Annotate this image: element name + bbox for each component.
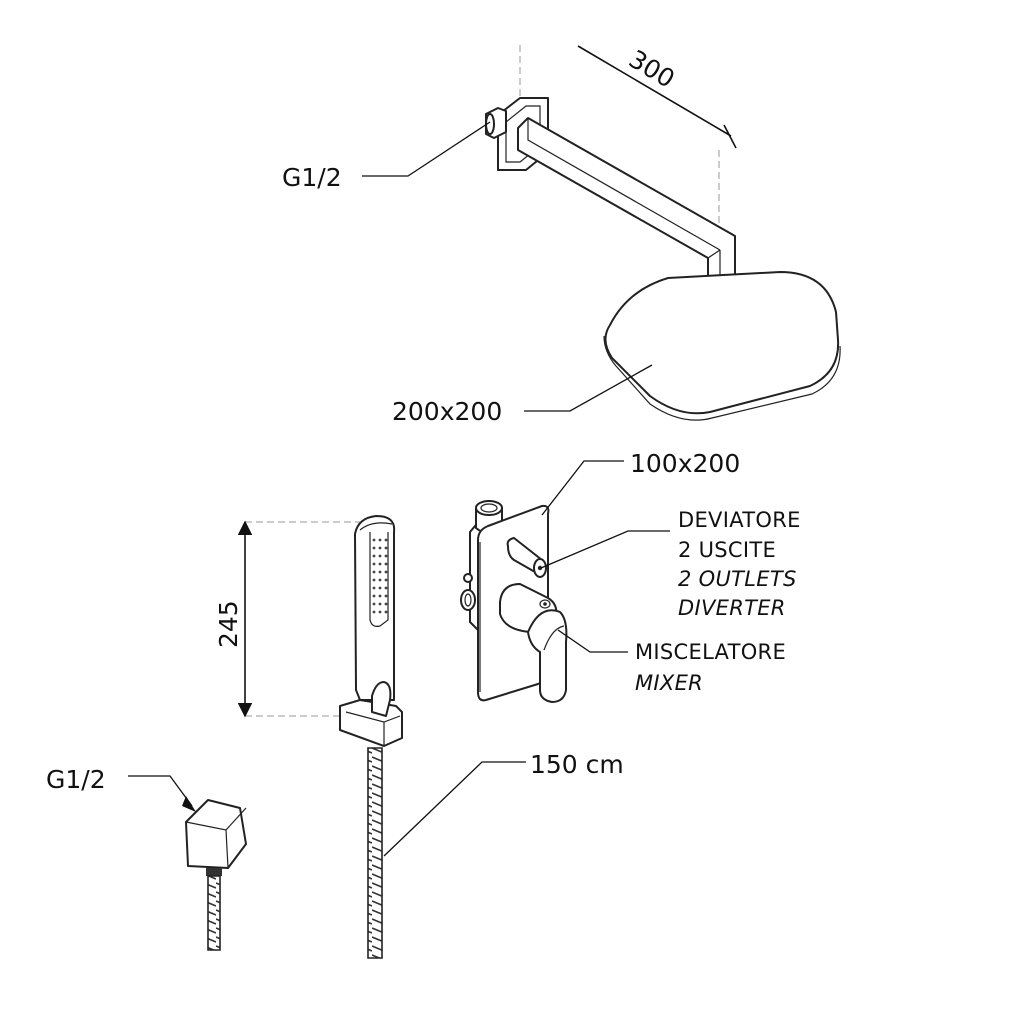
arm-connection-callout: G1/2 [282,121,491,192]
shower-arm [517,117,736,301]
outlet-connection-label: G1/2 [46,765,106,794]
hand-shower-assembly [237,515,403,959]
diverter-label-en-2: DIVERTER [678,596,786,620]
arm-length-tick [723,124,737,149]
head-size-callout: 200x200 [392,364,653,426]
plate-size-callout: 100x200 [541,449,740,516]
hand-shower [354,515,396,701]
outlet-hose [207,875,221,951]
valve-side-fitting [463,573,473,583]
plate-size-label: 100x200 [630,449,740,478]
diverter-label-en: 2 OUTLETS [678,567,797,591]
arm-connection-label: G1/2 [282,163,342,192]
hand-shower-hose [367,747,383,959]
diverter-label-it: DEVIATORE [678,508,801,532]
mixer-valve-assembly [460,500,568,703]
mixer-label-it: MISCELATORE [635,640,786,664]
diverter-label-it-2: 2 USCITE [678,538,776,562]
outlet-nut [206,868,222,876]
wall-outlet [185,799,247,869]
hose-length-callout: 150 cm [383,750,624,857]
nozzle-dots [372,538,388,614]
arm-length-dimension-line [577,45,732,137]
shower-arm-assembly [485,45,841,421]
mixer-lever [527,609,568,703]
outlet-connection-callout: G1/2 [46,765,196,812]
hose-length-label: 150 cm [530,750,624,779]
wall-outlet-assembly [185,799,247,951]
mixer-callout: MISCELATORE MIXER [557,629,786,695]
shower-head [604,271,840,415]
mixer-label-en: MIXER [635,671,703,695]
head-size-label: 200x200 [392,397,502,426]
arm-length-label: 300 [624,44,680,93]
diverter-callout: DEVIATORE 2 USCITE 2 OUTLETS DIVERTER [540,508,801,620]
valve-side-port [460,589,476,611]
handshower-length-label: 245 [214,600,243,648]
